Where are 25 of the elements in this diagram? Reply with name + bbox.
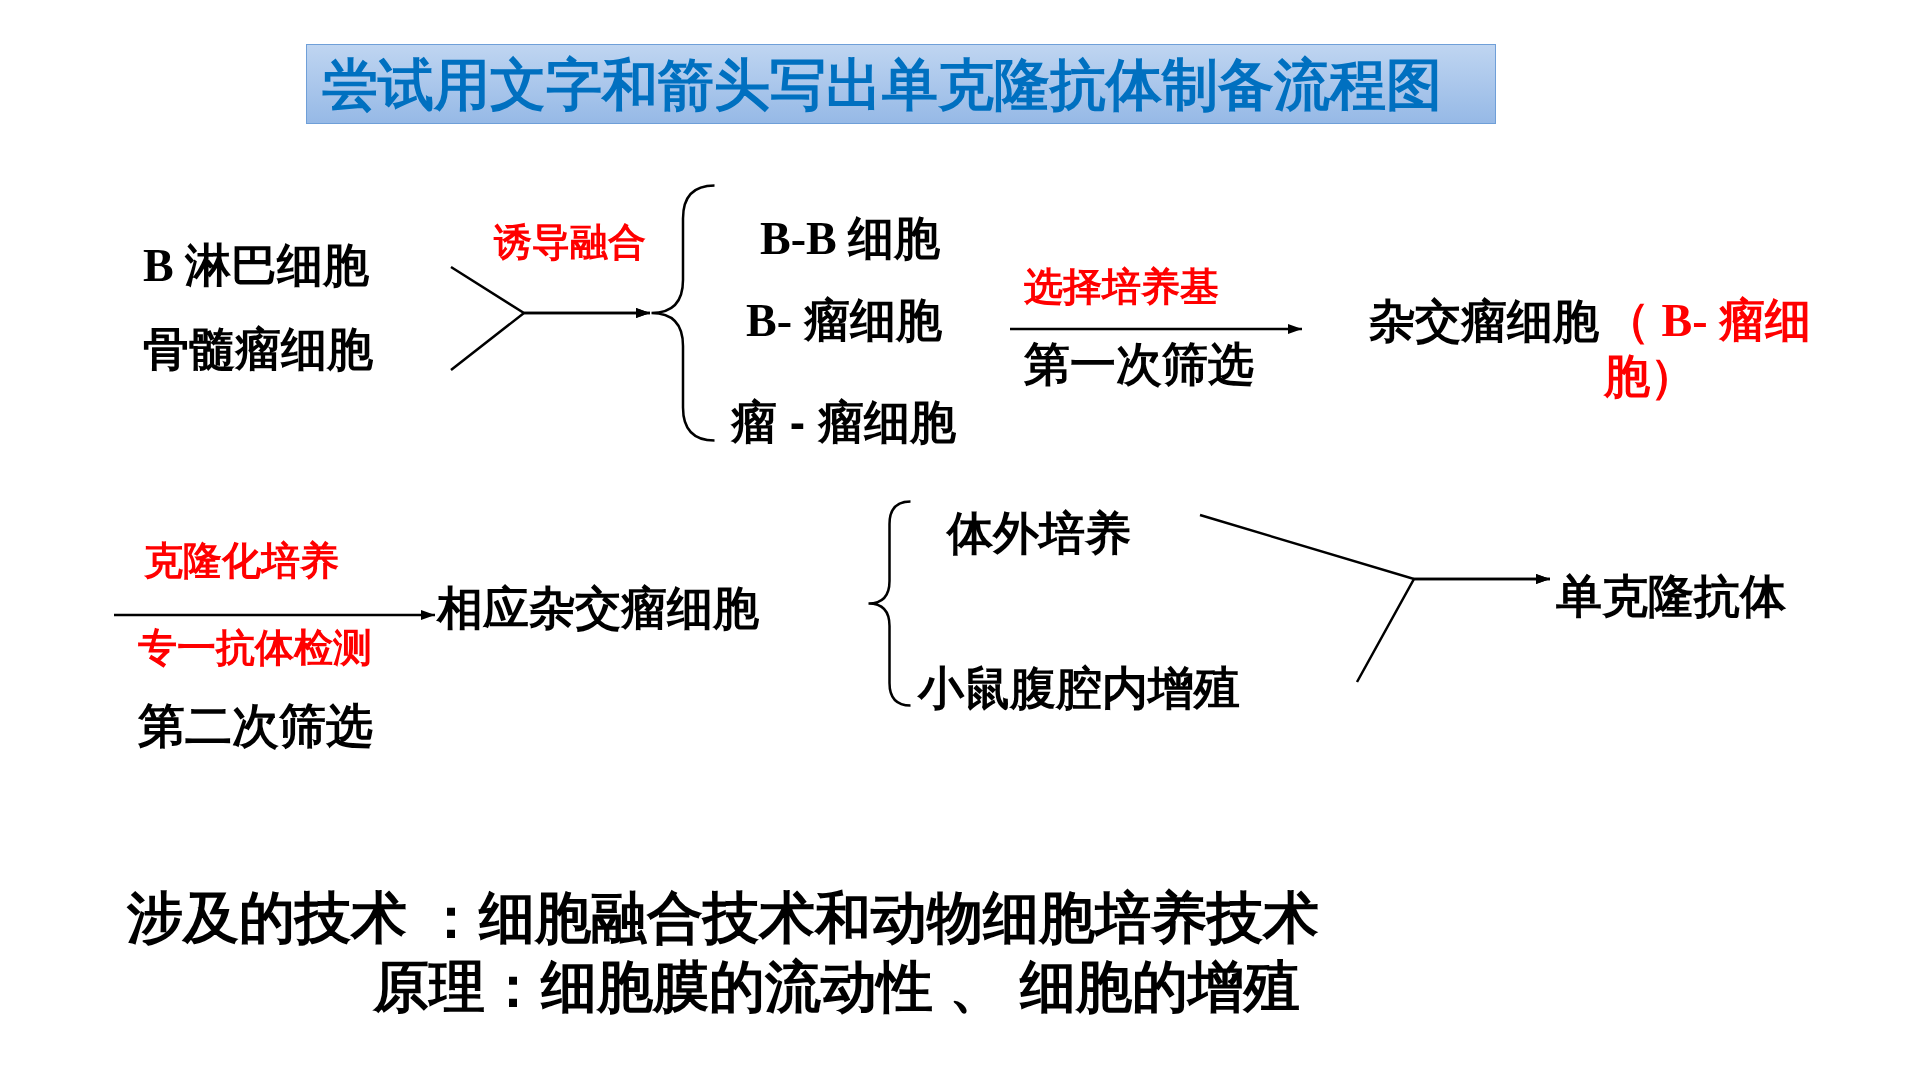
step-label: B-B 细胞 <box>760 212 941 266</box>
step-label: 小鼠腹腔内增殖 <box>918 661 1240 716</box>
step-label: 单克隆抗体 <box>1556 569 1786 624</box>
step-label: B 淋巴细胞 <box>143 239 370 293</box>
step-label: 骨髓瘤细胞 <box>143 322 373 377</box>
arrow <box>114 610 435 620</box>
edge-label: 选择培养基 <box>1024 264 1219 310</box>
note-text: 原理：细胞膜的流动性 、 细胞的增殖 <box>373 954 1301 1020</box>
arrow <box>1355 574 1550 683</box>
arrow <box>450 308 650 371</box>
step-note: 第一次筛选 <box>1024 337 1254 392</box>
step-label: B- 瘤细胞 <box>746 294 942 348</box>
edge-label: 克隆化培养 <box>144 538 339 584</box>
note-label: （ B- 瘤细胞） <box>1604 294 1812 404</box>
step-label: 相应杂交瘤细胞 <box>437 581 759 636</box>
step-label: 杂交瘤细胞 <box>1369 294 1599 349</box>
curly-brace <box>650 184 716 442</box>
step-label: 体外培养 <box>947 506 1131 561</box>
step-note: 专一抗体检测 <box>138 625 372 671</box>
step-label: 瘤 - 瘤细胞 <box>731 395 956 450</box>
arrow <box>1010 324 1302 334</box>
edge-label: 诱导融合 <box>494 220 646 265</box>
step-note: 第二次筛选 <box>138 697 373 754</box>
note-text: 涉及的技术 ：细胞融合技术和动物细胞培养技术 <box>127 885 1319 951</box>
title-banner: 尝试用文字和箭头写出单克隆抗体制备流程图 <box>306 44 1496 124</box>
